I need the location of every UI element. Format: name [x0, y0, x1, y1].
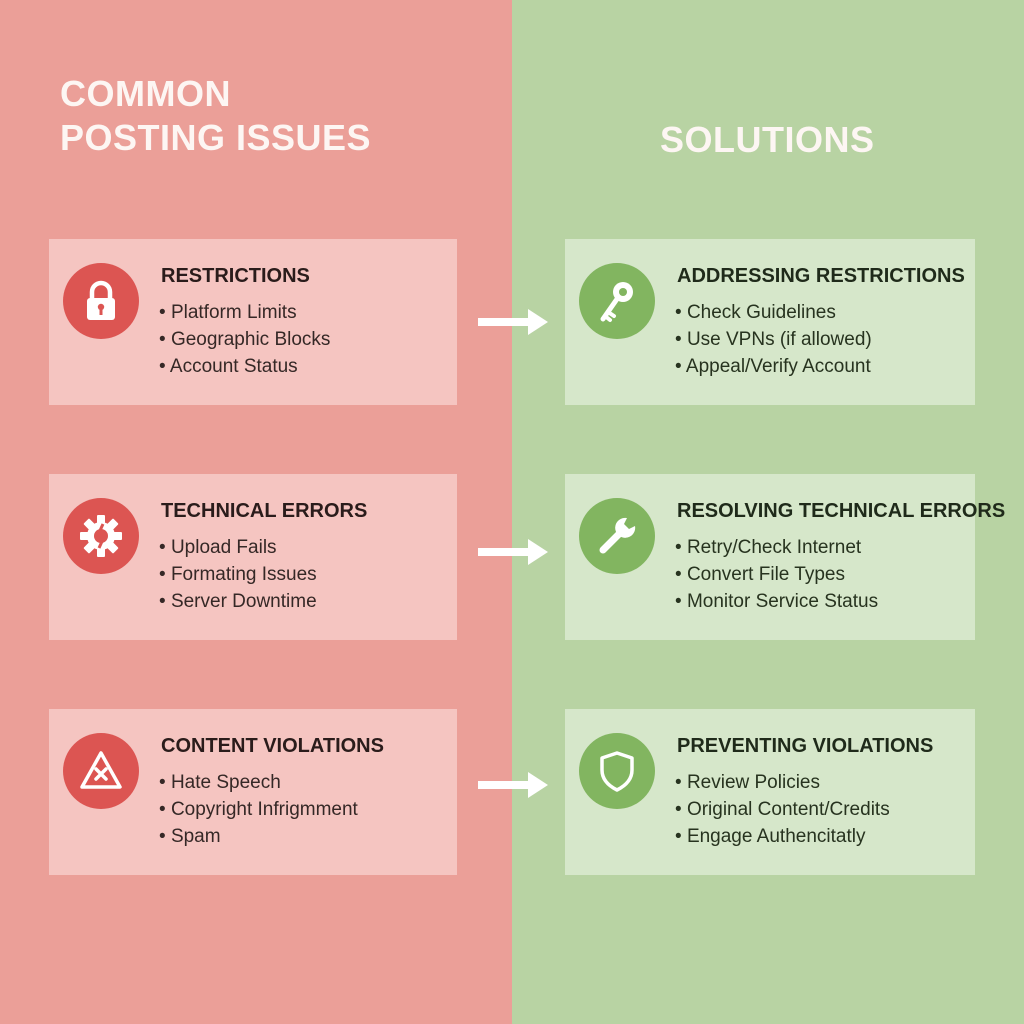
list-item: Use VPNs (if allowed) — [675, 326, 872, 353]
list-item: Server Downtime — [159, 588, 317, 615]
list-item: Account Status — [159, 353, 330, 380]
list-item: Monitor Service Status — [675, 588, 878, 615]
list-item: Engage Authencitatly — [675, 823, 890, 850]
list-item: Upload Fails — [159, 534, 317, 561]
card-title: ADDRESSING RESTRICTIONS — [677, 265, 965, 287]
card-title: CONTENT VIOLATIONS — [161, 735, 384, 757]
warning-triangle-icon — [63, 733, 139, 809]
list-item: Copyright Infrigmment — [159, 796, 358, 823]
solution-list: Check Guidelines Use VPNs (if allowed) A… — [675, 299, 872, 380]
list-item: Check Guidelines — [675, 299, 872, 326]
wrench-icon — [579, 498, 655, 574]
list-item: Hate Speech — [159, 769, 358, 796]
list-item: Spam — [159, 823, 358, 850]
issues-heading: COMMON POSTING ISSUES — [60, 73, 372, 158]
lock-icon — [63, 263, 139, 339]
card-title: TECHNICAL ERRORS — [161, 500, 368, 522]
broken-gear-icon — [63, 498, 139, 574]
card-title: RESOLVING TECHNICAL ERRORS — [677, 500, 1006, 522]
issue-list: Platform Limits Geographic Blocks Accoun… — [159, 299, 331, 380]
list-item: Original Content/Credits — [675, 796, 890, 823]
solution-list: Review Policies Original Content/Credits… — [675, 769, 890, 850]
list-item: Geographic Blocks — [159, 326, 330, 353]
solution-card-resolving-technical-errors: RESOLVING TECHNICAL ERRORS Retry/Check I… — [565, 474, 1005, 640]
list-item: Review Policies — [675, 769, 890, 796]
list-item: Convert File Types — [675, 561, 878, 588]
solutions-heading: SOLUTIONS — [660, 119, 875, 160]
issue-list: Upload Fails Formating Issues Server Dow… — [159, 534, 317, 615]
issue-card-content-violations: CONTENT VIOLATIONS Hate Speech Copyright… — [49, 709, 457, 875]
list-item: Appeal/Verify Account — [675, 353, 872, 380]
solution-card-preventing-violations: PREVENTING VIOLATIONS Review Policies Or… — [565, 709, 975, 875]
card-title: RESTRICTIONS — [161, 265, 310, 287]
arrow-right-icon — [478, 309, 548, 335]
key-icon — [579, 263, 655, 339]
arrow-right-icon — [478, 772, 548, 798]
list-item: Platform Limits — [159, 299, 330, 326]
issue-card-restrictions: RESTRICTIONS Platform Limits Geographic … — [49, 239, 457, 405]
solution-list: Retry/Check Internet Convert File Types … — [675, 534, 878, 615]
arrow-right-icon — [478, 539, 548, 565]
list-item: Formating Issues — [159, 561, 317, 588]
list-item: Retry/Check Internet — [675, 534, 878, 561]
shield-icon — [579, 733, 655, 809]
issue-card-technical-errors: TECHNICAL ERRORS Upload Fails Formating … — [49, 474, 457, 640]
issue-list: Hate Speech Copyright Infrigmment Spam — [159, 769, 358, 850]
solution-card-addressing-restrictions: ADDRESSING RESTRICTIONS Check Guidelines… — [565, 239, 975, 405]
card-title: PREVENTING VIOLATIONS — [677, 735, 934, 757]
